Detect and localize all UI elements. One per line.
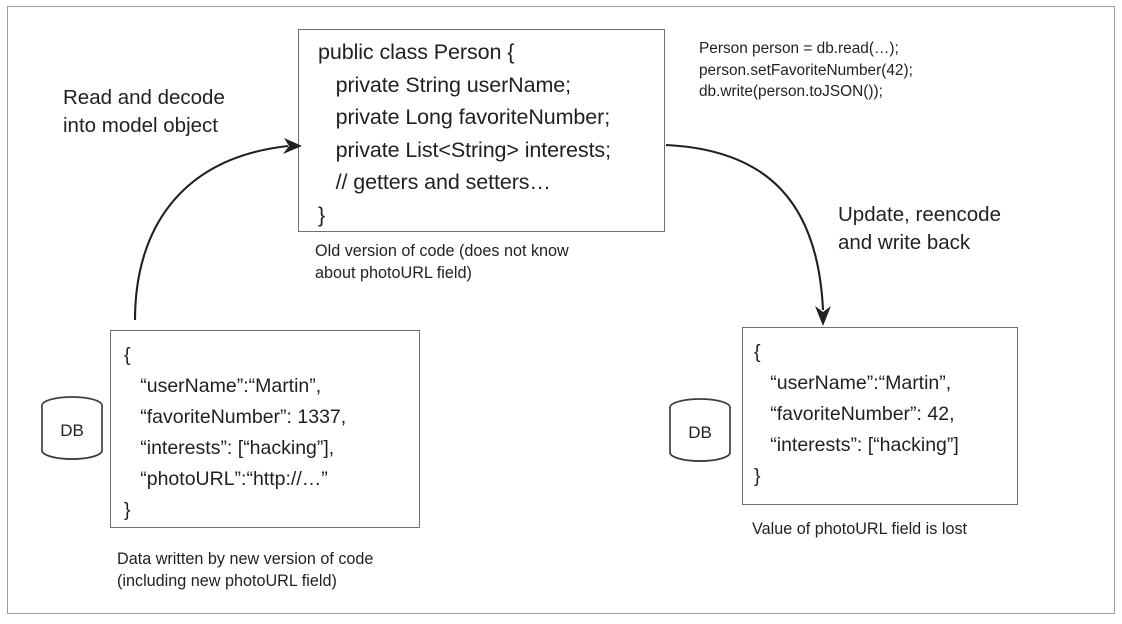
- rewritten-record-box: [742, 327, 1018, 505]
- data-written-caption: Data written by new version of code (inc…: [117, 550, 374, 590]
- read-modify-write-snippet: Person person = db.read(…); person.setFa…: [699, 40, 913, 100]
- database-cylinder-icon: [41, 396, 103, 460]
- person-class-code: public class Person { private String use…: [318, 40, 611, 227]
- database-left-label: DB: [60, 420, 84, 440]
- write-arrow: [665, 143, 831, 326]
- old-version-caption: Old version of code (does not know about…: [315, 242, 569, 282]
- stored-record-box: [110, 330, 420, 528]
- rewritten-record-json: { “userName”:“Martin”, “favoriteNumber”:…: [754, 341, 959, 487]
- figure-frame: [7, 6, 1115, 614]
- database-right: DB: [666, 396, 734, 464]
- read-arrow-label: Read and decode into model object: [63, 86, 225, 137]
- database-left: DB: [38, 394, 106, 462]
- database-right-label: DB: [688, 422, 712, 442]
- database-cylinder-icon: [669, 398, 731, 462]
- write-arrow-label: Update, reencode and write back: [838, 203, 1001, 254]
- stored-record-json: { “userName”:“Martin”, “favoriteNumber”:…: [124, 344, 347, 521]
- person-class-box: [298, 29, 665, 232]
- read-arrow: [133, 138, 302, 321]
- value-lost-caption: Value of photoURL field is lost: [752, 520, 968, 538]
